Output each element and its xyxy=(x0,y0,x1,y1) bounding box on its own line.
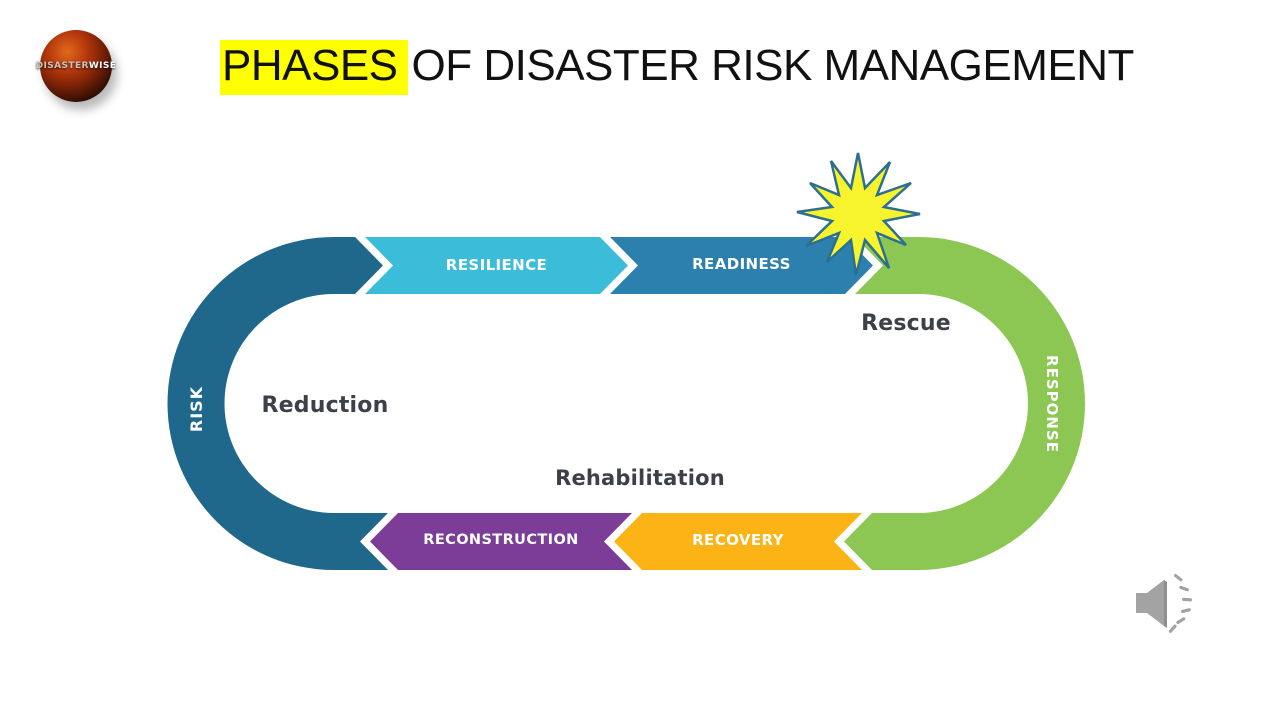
title-highlight: PHASES xyxy=(220,40,408,95)
reconstruction-label: RECONSTRUCTION xyxy=(423,532,579,548)
logo-text-bold: WISE xyxy=(88,61,117,71)
readiness-arrow-shape xyxy=(610,237,873,294)
title-rest: OF DISASTER RISK MANAGEMENT xyxy=(411,41,1135,90)
starburst-shape xyxy=(796,152,921,276)
response-arc-shape xyxy=(844,237,1085,570)
reduction-label: Reduction xyxy=(261,393,389,418)
rescue-label: Rescue xyxy=(861,311,951,336)
rehabilitation-label: Rehabilitation xyxy=(555,466,725,490)
recovery-label: RECOVERY xyxy=(692,531,784,549)
logo-text-regular: DISASTER xyxy=(35,61,89,71)
recovery-arrow-shape xyxy=(614,513,862,570)
resilience-label: RESILIENCE xyxy=(445,256,548,274)
audio-speaker-icon[interactable] xyxy=(1136,573,1193,633)
reconstruction-arrow-shape xyxy=(370,513,632,570)
logo-text: DISASTERWISE xyxy=(36,61,117,71)
response-label: RESPONSE xyxy=(1043,355,1061,453)
resilience-arrow-shape xyxy=(365,237,628,294)
risk-arc-shape xyxy=(167,237,388,570)
risk-label: RISK xyxy=(187,385,206,433)
readiness-label: READINESS xyxy=(692,255,791,273)
disasterwise-logo: DISASTERWISE xyxy=(36,30,116,102)
